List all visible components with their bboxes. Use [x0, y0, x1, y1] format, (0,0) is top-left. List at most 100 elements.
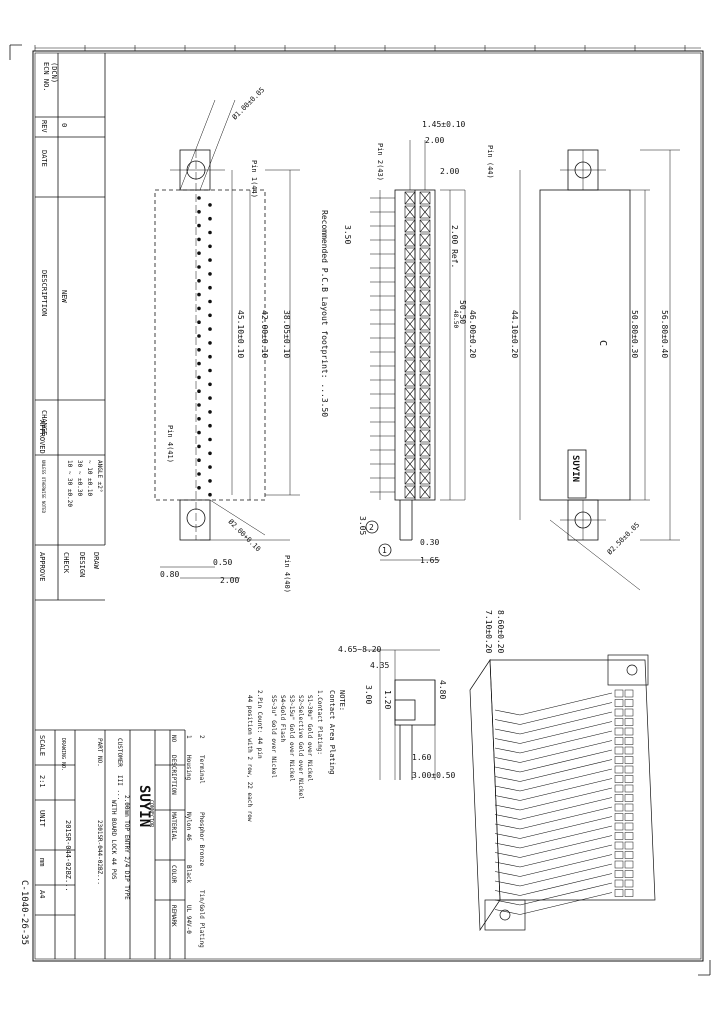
iso-pin — [494, 880, 521, 887]
bom-row-1-desc: Housing — [185, 755, 192, 781]
contact-cell — [404, 219, 416, 233]
iso-pin — [519, 759, 613, 782]
pin-hole — [208, 272, 212, 276]
pin-hole — [208, 396, 212, 400]
contact-cross — [404, 471, 416, 485]
iso-cell — [614, 727, 624, 736]
pin-hole — [208, 479, 212, 483]
contact-cross — [404, 233, 416, 247]
contact-cell — [419, 205, 431, 219]
contact-cross — [419, 233, 431, 247]
ecn-sub: (DCN) — [50, 62, 58, 83]
contact-cross — [404, 429, 416, 443]
contact-cross — [404, 373, 416, 387]
contact-cross — [404, 359, 416, 373]
pin-hole — [197, 486, 201, 490]
note-line-3: S2~Selective Gold over Nickel — [297, 695, 304, 800]
contact-cross — [419, 219, 431, 233]
dim-pitch-a: 2.00 — [425, 136, 444, 145]
callout-2-label: 2 — [369, 523, 374, 532]
dim-0-30: 0.30 — [420, 538, 439, 547]
design-label: DESIGN — [78, 552, 86, 577]
dim-0-50: 0.50 — [213, 558, 232, 567]
drawing-frame — [9, 44, 711, 976]
iso-cell — [624, 718, 634, 726]
iso-pin — [494, 842, 521, 849]
contact-cross — [419, 317, 431, 331]
side-160: 1.60 — [412, 753, 431, 762]
iso-pin — [519, 692, 613, 716]
iso-pin — [519, 816, 613, 839]
iso-cell — [624, 756, 634, 764]
check-label: CHECK — [62, 552, 70, 574]
desc-label: DESCRIPTION — [40, 270, 48, 316]
iso-pin — [519, 844, 613, 868]
iso-cell — [624, 708, 634, 717]
contact-cell — [404, 387, 416, 401]
contact-cross — [419, 429, 431, 443]
side-view-contact-grid — [404, 191, 431, 499]
contact-cross — [419, 373, 431, 387]
pin-hole — [208, 258, 212, 262]
iso-pin — [519, 711, 613, 735]
contact-cell — [404, 191, 416, 205]
contact-cross — [404, 247, 416, 261]
side-120: 1.20 — [383, 690, 392, 709]
contact-cell — [419, 387, 431, 401]
contact-cell — [419, 401, 431, 415]
hole-dia: Ø2.00+0.10 — [227, 518, 262, 553]
callout-1-label: 1 — [382, 546, 387, 555]
contact-cell — [404, 205, 416, 219]
dim-3-05: 3.05 — [358, 516, 367, 535]
iso-cell — [614, 813, 624, 821]
contact-cell — [419, 359, 431, 373]
isometric-pins — [494, 692, 613, 915]
dim-48-50: 48.50 — [452, 310, 459, 328]
title-value-2: WITH BOARD LOCK 44 POS — [110, 800, 117, 880]
contact-cross — [404, 191, 416, 205]
contact-cross — [419, 191, 431, 205]
pin-hole — [197, 430, 201, 435]
part-no-label: PART NO. — [96, 738, 103, 767]
pin-hole — [197, 196, 201, 200]
iso-cell — [614, 832, 624, 840]
pin-hole — [197, 334, 201, 338]
drawing-no-value: 201SR-044-02BZ... — [64, 820, 72, 892]
iso-cell — [624, 689, 634, 698]
bom-header-color: COLOR — [170, 865, 177, 883]
iso-cell — [614, 870, 624, 878]
iso-cell — [624, 889, 634, 897]
iso-pin — [519, 749, 613, 773]
bom-row-2-material: Phosphor Bronze — [198, 812, 205, 867]
iso-cell — [624, 737, 634, 745]
contact-cell — [419, 191, 431, 205]
contact-cell — [419, 373, 431, 387]
iso-cell — [624, 746, 634, 755]
iso-cell — [614, 879, 624, 888]
iso-cell — [614, 718, 624, 726]
dim-pin-count-d: Pin 4(41) — [166, 425, 174, 463]
contact-cell — [404, 429, 416, 443]
isometric-view — [469, 654, 656, 932]
iso-pin — [519, 825, 613, 849]
iso-cell — [614, 775, 624, 783]
iso-cell — [624, 851, 634, 859]
side-710: 7.10±0.20 — [484, 610, 493, 654]
pin-hole — [197, 306, 201, 311]
pin-hole — [197, 472, 201, 476]
part-no-value: 2301SR-044-02BZ... — [96, 820, 103, 885]
contact-cross — [419, 261, 431, 275]
iso-pin — [494, 852, 521, 858]
iso-pin — [519, 768, 613, 792]
contact-cell — [419, 247, 431, 261]
bom-row-1-remark: UL 94V-0 — [185, 905, 192, 934]
contact-cross — [419, 415, 431, 429]
callout-circle-1 — [378, 543, 392, 557]
dim-1-65: 1.65 — [420, 556, 439, 565]
contact-cell — [404, 345, 416, 359]
pin-hole — [197, 237, 201, 242]
dim-42-00: 42.00±0.10 — [260, 310, 269, 358]
note-line-8: 44 position with 2 row, 22 each row — [246, 695, 253, 822]
bom-row-2-desc: Terminal — [198, 755, 205, 784]
